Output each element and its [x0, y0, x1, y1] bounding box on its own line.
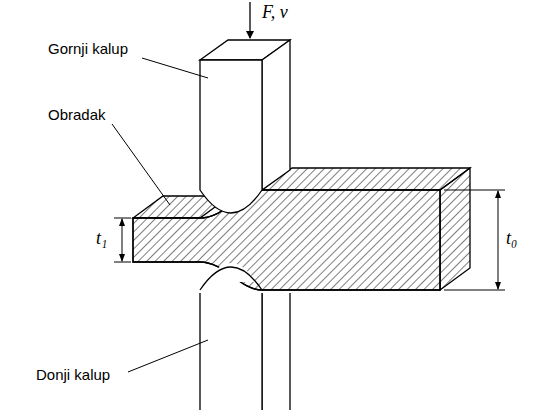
- force-label: F, v: [262, 2, 288, 23]
- lower-die-edge: [200, 267, 262, 290]
- force-arrow: [249, 2, 250, 38]
- dimension-label: t₁: [96, 228, 107, 249]
- thickness-dimension: [114, 218, 131, 262]
- part-name: Gornji kalup: [48, 40, 128, 57]
- part-name: Obradak: [48, 106, 106, 123]
- workpiece: [133, 168, 473, 293]
- dimension-label: t₀: [506, 228, 517, 249]
- leader-line: [112, 58, 208, 372]
- part-name: Donji kalup: [36, 366, 110, 383]
- upper-die: [200, 40, 290, 213]
- thickness-dimension: [444, 190, 505, 290]
